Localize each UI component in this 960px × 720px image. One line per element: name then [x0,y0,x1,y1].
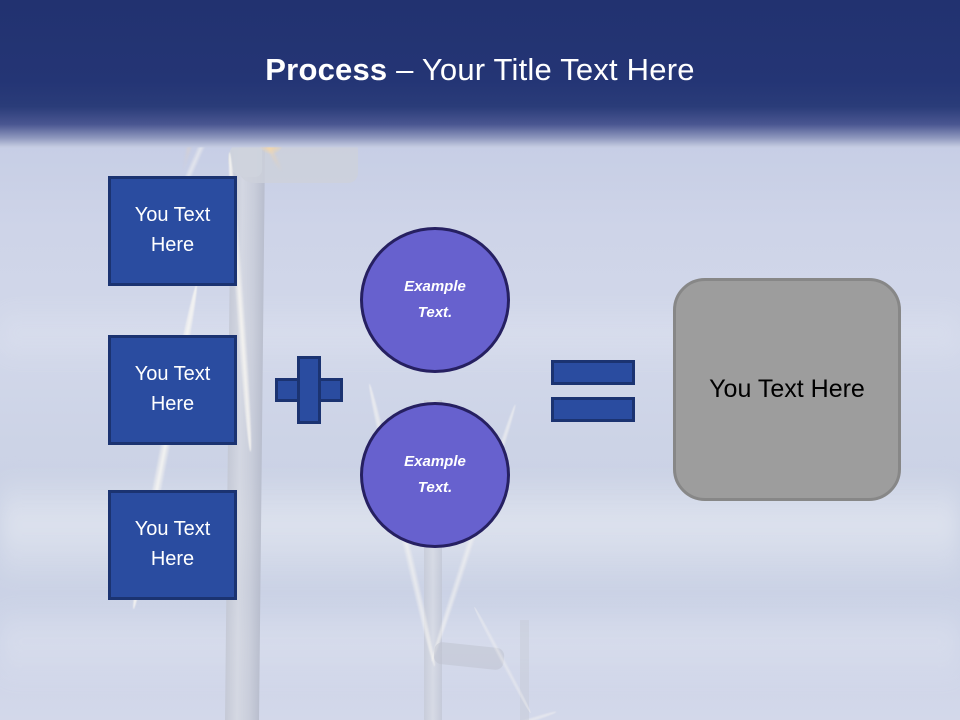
input-box-2-line2: Here [150,393,195,415]
result-box[interactable]: You Text Here [673,278,901,501]
page-title: Process – Your Title Text Here [0,52,960,88]
input-box-2-line1: You Text [134,363,211,386]
example-circle-1-text: Example Text. [404,274,466,326]
example-circle-1-line2: Text. [417,304,453,321]
title-separator: – [387,52,422,87]
title-banner [0,0,960,148]
example-circle-2-line2: Text. [417,479,453,496]
input-box-3[interactable]: You Text Here [108,490,237,600]
equals-top-bar [551,360,635,385]
equals-bottom-bar [551,397,635,422]
cloud-band [0,600,960,690]
plus-icon [275,356,343,424]
example-circle-1[interactable]: Example Text. [360,227,510,373]
example-circle-2-text: Example Text. [404,449,466,501]
example-circle-1-line1: Example [404,278,466,296]
example-circle-2-line1: Example [404,453,466,471]
example-circle-2[interactable]: Example Text. [360,402,510,548]
result-box-label: You Text Here [709,375,865,403]
title-rest: Your Title Text Here [421,52,695,87]
plus-center-fill [300,381,318,399]
wind-turbine-tower-distant [520,620,529,720]
input-box-1[interactable]: You Text Here [108,176,237,286]
input-box-2-text: You Text Here [135,360,211,419]
input-box-1-line1: You Text [134,204,211,227]
title-bold-part: Process [265,52,388,87]
input-box-2[interactable]: You Text Here [108,335,237,445]
input-box-1-text: You Text Here [135,201,211,260]
input-box-1-line2: Here [150,234,195,256]
equals-icon [551,360,635,422]
input-box-3-text: You Text Here [135,515,211,574]
input-box-3-line1: You Text [134,518,211,541]
input-box-3-line2: Here [150,548,195,570]
